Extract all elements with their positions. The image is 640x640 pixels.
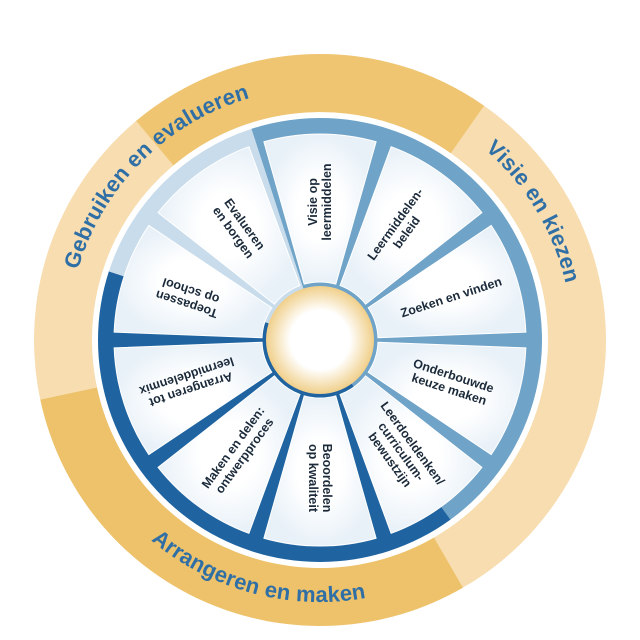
segment-toepassen-op-school[interactable]: Toepassenop school bbox=[113, 224, 273, 339]
segment-shape bbox=[157, 146, 301, 305]
ring-band-arrangeren bbox=[40, 387, 463, 627]
segment-shape bbox=[113, 224, 273, 339]
segment-evalueren-en-borgen[interactable]: Evaluerenen borgen bbox=[157, 146, 301, 305]
ring-band-accent bbox=[136, 54, 485, 166]
center-hub bbox=[266, 286, 374, 394]
segment-visie-op-leermiddelen[interactable]: Visie opleermiddelen bbox=[263, 133, 377, 285]
segment-leerdoeldenken[interactable]: Leerdoeldenken/curriculum-bewustzijn bbox=[339, 375, 483, 534]
segment-shape bbox=[263, 133, 377, 285]
segment-maken-en-delen[interactable]: Maken en delen:ontwerpproces bbox=[157, 375, 301, 534]
segment-zoeken-en-vinden[interactable]: Zoeken en vinden bbox=[367, 224, 527, 339]
segment-shape bbox=[263, 395, 377, 547]
segment-beoordelen-op-kwaliteit[interactable]: Beoordelenop kwaliteit bbox=[263, 395, 377, 547]
outer-phase-ring bbox=[34, 54, 606, 627]
segment-onderbouwde-keuze-maken[interactable]: Onderbouwdekeuze maken bbox=[367, 341, 527, 456]
ring-band-visie bbox=[320, 54, 606, 588]
segment-label: Visie opleermiddelen bbox=[306, 163, 334, 240]
segment-leermiddelenbeleid[interactable]: Leermiddelen-beleid bbox=[339, 146, 483, 305]
segment-shape bbox=[367, 224, 527, 339]
segment-shape bbox=[157, 375, 301, 534]
hub-center bbox=[292, 312, 348, 368]
segment-shape bbox=[113, 341, 273, 456]
segment-shape bbox=[339, 146, 483, 305]
segment-label: Beoordelenop kwaliteit bbox=[306, 444, 334, 513]
segment-arrangeren-tot-leermiddelenmix[interactable]: Arrangeren totleermiddelenmix bbox=[113, 341, 273, 456]
segment-shape bbox=[367, 341, 527, 456]
segment-shape bbox=[339, 375, 483, 534]
